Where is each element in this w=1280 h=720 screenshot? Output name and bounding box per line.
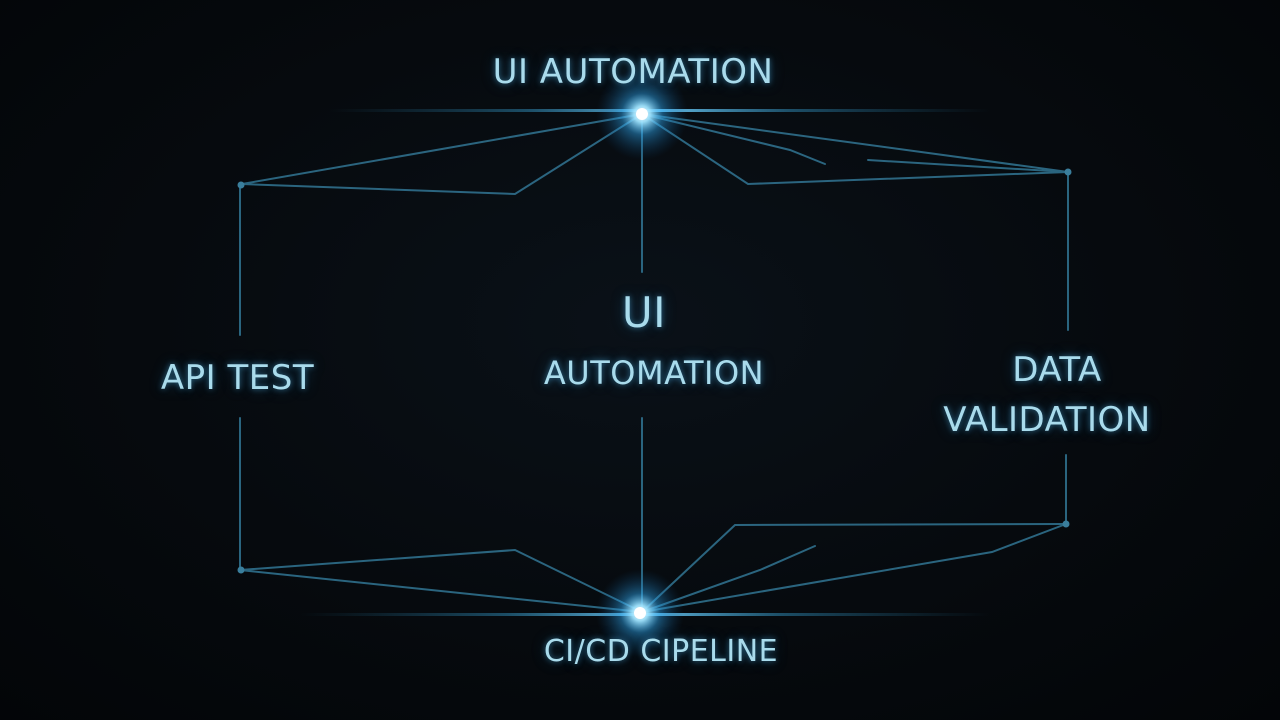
top-left-link-2 — [241, 113, 643, 196]
top-right-link — [641, 113, 1069, 173]
top-right-link-3 — [641, 113, 826, 165]
bottom-right-link-2 — [641, 523, 1067, 613]
bottom-right-link — [641, 523, 1067, 613]
junction-dot — [1062, 520, 1070, 528]
center-node-label-line1: UI — [621, 288, 667, 337]
top-right-link-4 — [867, 159, 1069, 173]
bottom-node-label: CI/CD CIPELINE — [543, 634, 779, 669]
top-hub-core — [636, 108, 648, 120]
top-node-label: UI AUTOMATION — [492, 52, 774, 92]
center-node-label-line2: AUTOMATION — [543, 354, 765, 392]
top-left-link — [241, 113, 643, 185]
bottom-hub-core — [634, 607, 646, 619]
junction-dot — [237, 181, 245, 189]
junction-dot — [237, 566, 245, 574]
junction-dot — [1064, 168, 1072, 176]
right-node-label-line1: DATA — [1012, 350, 1102, 390]
top-right-link-2 — [641, 113, 1069, 186]
left-node-label: API TEST — [160, 358, 315, 398]
right-node-label-line2: VALIDATION — [943, 400, 1151, 440]
bottom-left-link-2 — [239, 548, 643, 613]
bottom-left-link — [239, 569, 643, 613]
